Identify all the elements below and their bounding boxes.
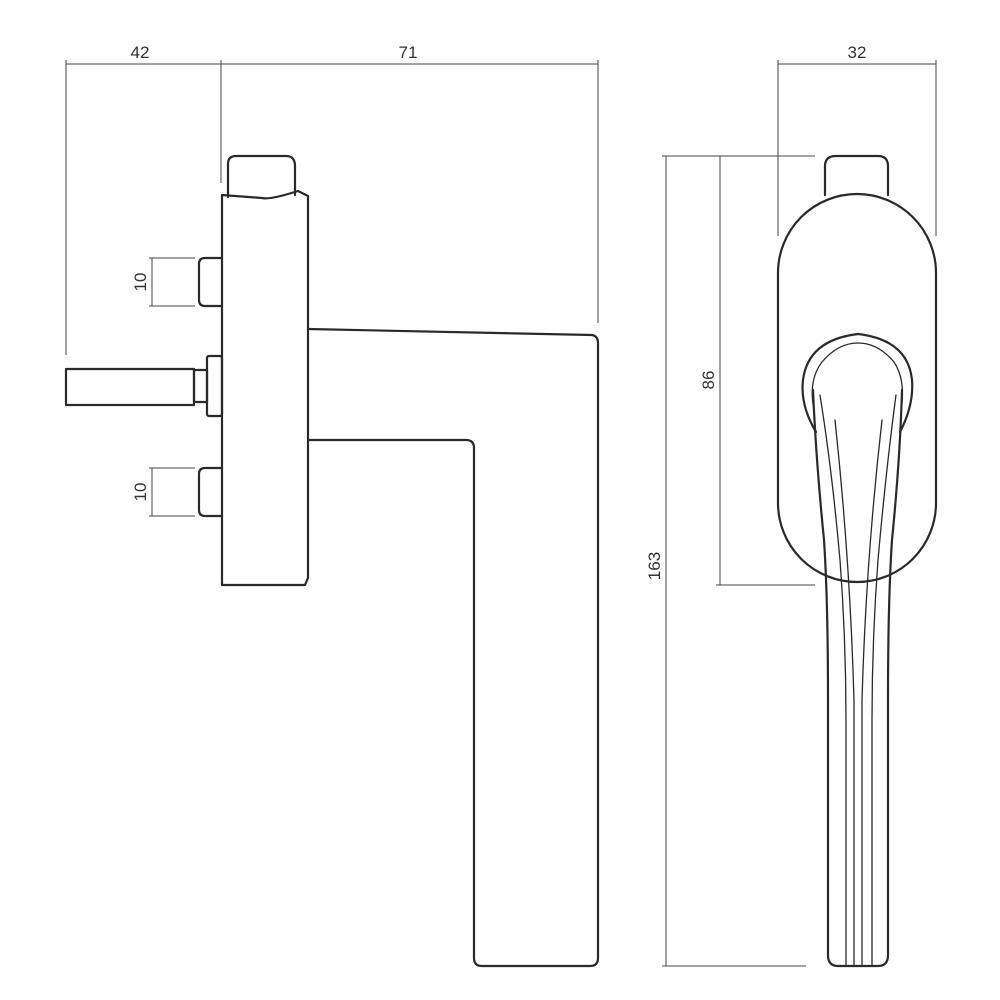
front-top-cap xyxy=(823,154,890,197)
front-view: 32 86 163 xyxy=(645,43,938,968)
dim-side-horizontal: 42 71 xyxy=(65,43,599,355)
front-lever-facet-mid-right xyxy=(861,419,883,967)
front-lever-facet-right xyxy=(871,394,897,967)
side-base-plate xyxy=(220,189,310,587)
front-collar-inner xyxy=(811,342,904,411)
side-spindle xyxy=(64,367,196,407)
dim-front-86: 86 xyxy=(699,155,815,586)
side-lower-boss xyxy=(197,466,224,518)
dim-label-86: 86 xyxy=(699,371,718,390)
side-lever-arm xyxy=(306,327,600,968)
front-collar-outer xyxy=(801,332,914,434)
side-spindle-collar-inner xyxy=(192,368,209,404)
side-top-cap xyxy=(226,154,297,199)
side-view: 42 71 10 10 xyxy=(64,43,600,968)
front-rose xyxy=(776,192,938,584)
dim-label-42: 42 xyxy=(131,43,150,62)
side-spindle-collar xyxy=(205,354,224,418)
dim-label-163: 163 xyxy=(645,552,664,580)
dim-upper-boss: 10 xyxy=(131,257,195,307)
dim-label-71: 71 xyxy=(399,43,418,62)
front-lever-outline xyxy=(811,388,904,968)
dim-lower-boss: 10 xyxy=(131,467,195,517)
dim-label-10-upper: 10 xyxy=(131,273,150,292)
dim-label-32: 32 xyxy=(848,43,867,62)
dim-front-163: 163 xyxy=(645,155,806,967)
dim-front-width: 32 xyxy=(777,43,937,236)
side-upper-boss xyxy=(197,256,224,308)
front-lever-facet-left xyxy=(819,394,847,967)
front-lever-facet-mid-left xyxy=(834,419,855,967)
dim-label-10-lower: 10 xyxy=(131,483,150,502)
